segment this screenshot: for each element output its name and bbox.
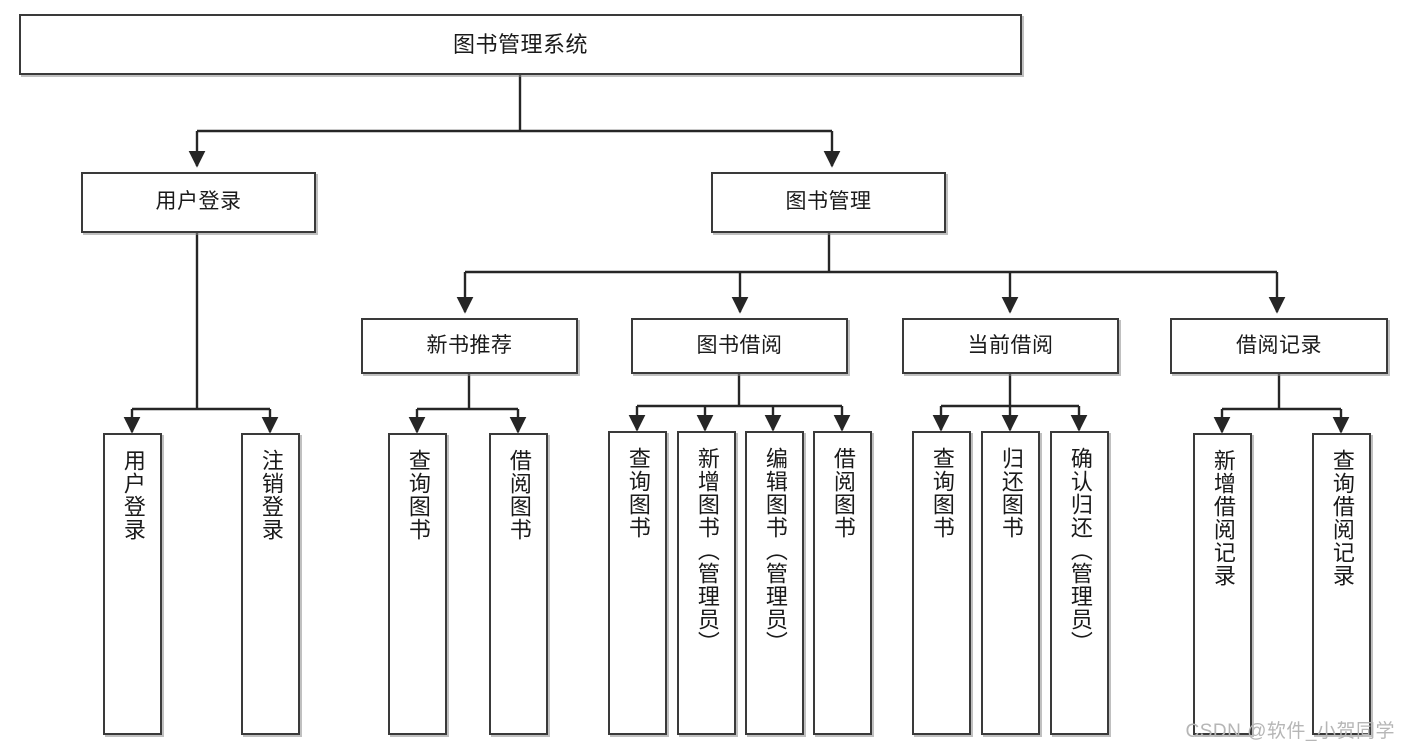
- node-new-book-recommend[interactable]: 新书推荐: [361, 318, 578, 374]
- node-current-borrow[interactable]: 当前借阅: [902, 318, 1119, 374]
- node-label: 图书借阅: [696, 333, 783, 357]
- leaf-borrow-record-add-record[interactable]: 新增借阅记录: [1193, 433, 1252, 735]
- node-label: 借阅图书: [830, 447, 856, 539]
- node-label: 图书管理系统: [452, 31, 588, 57]
- node-root-book-management-system[interactable]: 图书管理系统: [19, 14, 1022, 75]
- node-label: 查询图书: [929, 447, 955, 539]
- leaf-user-login-logout[interactable]: 注销登录: [241, 433, 300, 735]
- node-label: 编辑图书（管理员）: [762, 447, 788, 654]
- node-label: 借阅图书: [506, 449, 532, 541]
- leaf-book-borrow-edit-book-admin[interactable]: 编辑图书（管理员）: [745, 431, 804, 735]
- node-label: 查询图书: [625, 447, 651, 539]
- leaf-new-book-query-book[interactable]: 查询图书: [388, 433, 447, 735]
- node-label: 当前借阅: [967, 333, 1054, 357]
- node-label: 用户登录: [120, 449, 146, 541]
- node-label: 注销登录: [258, 449, 284, 541]
- node-book-management[interactable]: 图书管理: [711, 172, 946, 233]
- node-label: 归还图书: [998, 447, 1024, 539]
- leaf-borrow-record-query-record[interactable]: 查询借阅记录: [1312, 433, 1371, 735]
- leaf-current-borrow-query-book[interactable]: 查询图书: [912, 431, 971, 735]
- node-label: 确认归还（管理员）: [1067, 447, 1093, 654]
- node-label: 新增图书（管理员）: [694, 447, 720, 654]
- leaf-book-borrow-borrow-book[interactable]: 借阅图书: [813, 431, 872, 735]
- csdn-watermark: CSDN @软件_小贺同学: [1185, 721, 1395, 742]
- node-label: 新增借阅记录: [1210, 449, 1236, 587]
- node-label: 新书推荐: [426, 333, 513, 357]
- leaf-current-borrow-confirm-return-admin[interactable]: 确认归还（管理员）: [1050, 431, 1109, 735]
- leaf-book-borrow-add-book-admin[interactable]: 新增图书（管理员）: [677, 431, 736, 735]
- node-label: 借阅记录: [1236, 333, 1322, 357]
- node-label: 查询图书: [405, 449, 431, 541]
- node-borrow-record[interactable]: 借阅记录: [1170, 318, 1388, 374]
- leaf-user-login-login[interactable]: 用户登录: [103, 433, 162, 735]
- node-user-login[interactable]: 用户登录: [81, 172, 316, 233]
- node-label: 查询借阅记录: [1329, 449, 1355, 587]
- node-label: 图书管理: [785, 190, 872, 214]
- node-label: 用户登录: [155, 190, 242, 214]
- node-book-borrow[interactable]: 图书借阅: [631, 318, 848, 374]
- leaf-current-borrow-return-book[interactable]: 归还图书: [981, 431, 1040, 735]
- leaf-book-borrow-query-book[interactable]: 查询图书: [608, 431, 667, 735]
- leaf-new-book-borrow-book[interactable]: 借阅图书: [489, 433, 548, 735]
